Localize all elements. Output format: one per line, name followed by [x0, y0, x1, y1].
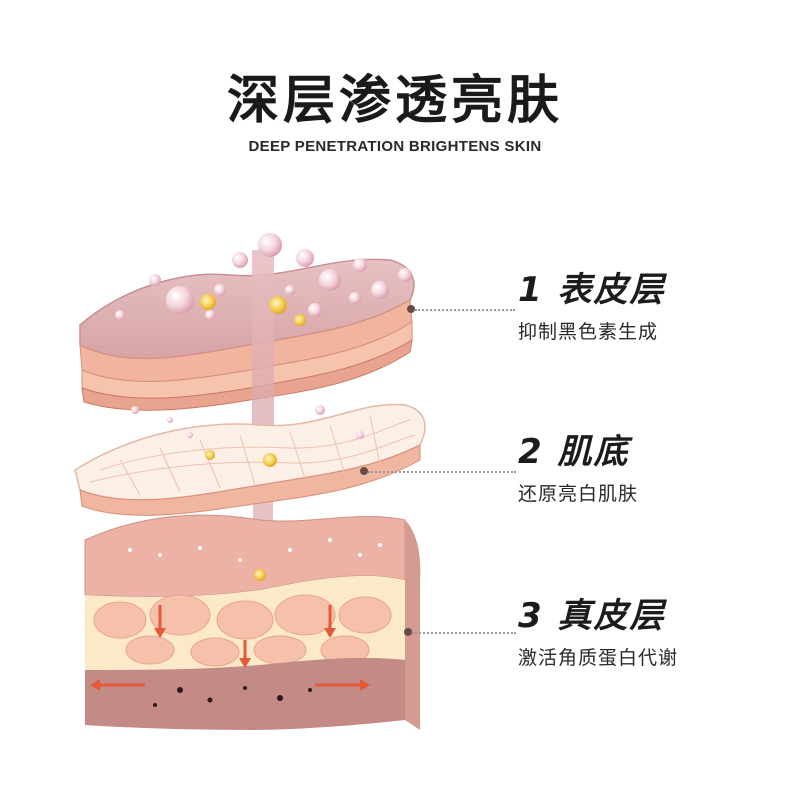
layer-name-3: 真皮层	[557, 596, 666, 636]
leader-dot-1	[407, 305, 415, 313]
dermis-block	[84, 514, 421, 730]
mesh-layer	[74, 403, 426, 516]
leader-dot-2	[360, 467, 368, 475]
epidermis-layer	[79, 258, 415, 411]
layer-number-1: 1	[518, 270, 544, 310]
page-subtitle: DEEP PENETRATION BRIGHTENS SKIN	[248, 138, 542, 155]
gold-particles	[200, 294, 306, 326]
layer-name-1: 表皮层	[557, 270, 666, 310]
layer-number-2: 2	[518, 432, 544, 472]
layer-title-3: 3 真皮层	[518, 588, 678, 637]
bubbles	[115, 233, 412, 320]
mid-bubbles	[131, 405, 364, 439]
layer-label-3: 3 真皮层 激活角质蛋白代谢	[518, 588, 678, 670]
layer-desc-3: 激活角质蛋白代谢	[518, 647, 679, 669]
layer-title-2: 2 肌底	[518, 424, 638, 473]
leader-line-3	[412, 632, 516, 634]
layer-number-3: 3	[518, 596, 544, 636]
skin-layers-illustration	[74, 233, 426, 730]
leader-dot-3	[404, 628, 412, 636]
layer-desc-2: 还原亮白肌肤	[518, 483, 639, 505]
page-title: 深层渗透亮肤	[226, 71, 563, 131]
layer-label-2: 2 肌底 还原亮白肌肤	[518, 424, 638, 506]
leader-line-2	[368, 471, 516, 473]
layer-title-1: 1 表皮层	[518, 262, 666, 311]
leader-line-1	[415, 309, 515, 311]
layer-desc-1: 抑制黑色素生成	[518, 321, 659, 343]
layer-name-2: 肌底	[557, 432, 630, 472]
layer-label-1: 1 表皮层 抑制黑色素生成	[518, 262, 666, 344]
